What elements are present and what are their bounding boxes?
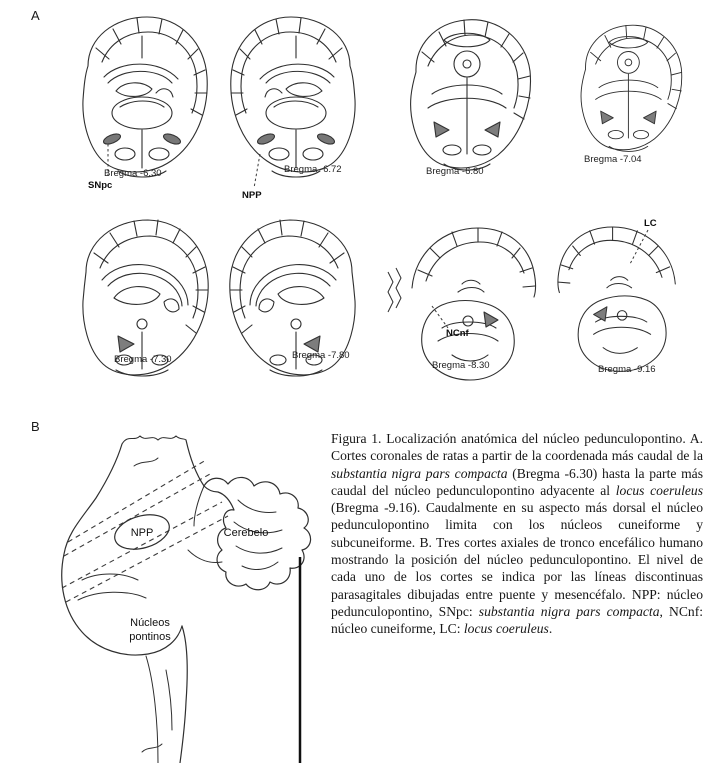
cerebellar-peduncle (187, 485, 223, 563)
bregma-label: Bregma -7.80 (292, 350, 350, 361)
panel-b-letter: B (31, 419, 40, 434)
lc-pointer-line (629, 229, 649, 265)
bregma-label: Bregma -6.30 (104, 168, 162, 179)
bregma-label: Bregma -7.04 (584, 154, 642, 165)
pontine-nuclei-label-line1: Núcleos (130, 617, 170, 629)
npp-ellipse (114, 514, 170, 550)
sagittal-brainstem-drawing: NPP Cerebelo Núcleos pontinos (61, 435, 312, 763)
brain-section-cell: Bregma -7.04 (544, 4, 706, 202)
npp-pointer-line (253, 153, 261, 189)
brain-section-cell: Bregma -6.72 NPP (220, 4, 382, 202)
panel-b-brainstem: NPP Cerebelo Núcleos pontinos (38, 430, 312, 763)
section-line-2 (63, 473, 211, 557)
bregma-label: Bregma -6.72 (284, 164, 342, 175)
caption-segment-italic: substantia nigra pars compacta (331, 465, 508, 481)
structure-label-lc: LC (644, 218, 657, 229)
structure-label-ncnf: NCnf (446, 328, 469, 339)
brain-section-cell: Bregma -9.16 LC (544, 202, 706, 412)
midbrain-cut-edge (121, 435, 187, 445)
npp-label: NPP (131, 527, 154, 539)
coronal-section-drawing (82, 16, 208, 178)
pontine-nuclei-label-line2: pontinos (129, 631, 171, 643)
bregma-label: Bregma -9.16 (598, 364, 656, 375)
figure-caption: Figura 1. Localización anatómica del núc… (331, 430, 703, 638)
coronal-section-drawing (229, 219, 356, 377)
caption-segment-italic: locus coeruleus (615, 482, 703, 498)
cerebellum-outline (203, 476, 312, 591)
coronal-section-drawing (557, 226, 676, 372)
cerebellar-folia (233, 499, 283, 570)
tectum-edge (185, 439, 205, 487)
brain-section-cell: Bregma -6.80 (382, 4, 544, 202)
pontine-fibers (77, 573, 147, 601)
coronal-section-drawing (580, 24, 683, 152)
pons-outline (61, 443, 183, 656)
section-line-4 (65, 515, 229, 603)
bregma-label: Bregma -7.30 (114, 354, 172, 365)
caption-segment-italic: substantia nigra pars compacta (478, 603, 660, 619)
structure-label-snpc: SNpc (88, 180, 113, 191)
caption-segment: (Bregma -9.16). Caudalmente en su aspect… (331, 500, 703, 619)
medulla-detail (165, 669, 173, 731)
brain-section-cell: Bregma -7.30 (58, 202, 220, 412)
bottom-detail (141, 743, 163, 753)
brain-section-cell: Bregma -7.80 (220, 202, 382, 412)
panel-a-letter: A (31, 8, 40, 23)
coronal-section-drawing (387, 227, 537, 381)
caption-segment: . (548, 621, 553, 637)
medulla-inner-line (145, 655, 159, 763)
cerebellum-label: Cerebelo (224, 527, 269, 539)
brain-section-cell: Bregma -8.30 NCnf (382, 202, 544, 412)
caption-segment: , NCnf: núcleo cuneiforme, LC: (331, 603, 703, 637)
caption-segment: (Bregma -6.30) hasta la parte más caudal… (331, 465, 703, 498)
brain-section-cell: Bregma -6.30 SNpc (58, 4, 220, 202)
section-line-3 (61, 501, 223, 589)
bregma-label: Bregma -8.30 (432, 360, 490, 371)
cut-marks (387, 267, 402, 313)
panel-a-grid: Bregma -6.30 SNpc Bregma -6.72 NPP Bregm… (58, 4, 706, 414)
bregma-label: Bregma -6.80 (426, 166, 484, 177)
caption-segment-italic: locus coeruleus (463, 621, 549, 637)
internal-detail (133, 457, 159, 467)
structure-label-npp: NPP (242, 190, 262, 201)
coronal-section-drawing (230, 16, 356, 189)
medulla-outline (179, 625, 188, 763)
caption-segment: Figura 1. Localización anatómica del núc… (331, 431, 703, 464)
